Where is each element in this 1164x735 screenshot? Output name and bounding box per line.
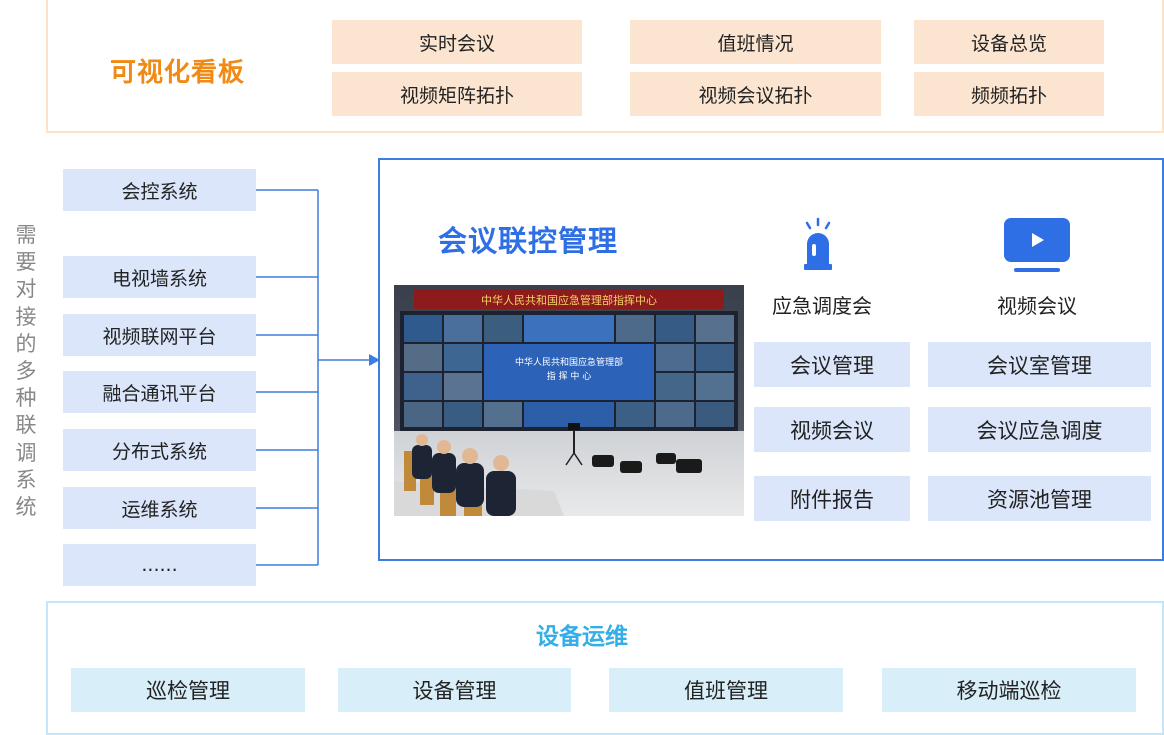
alarm-light-icon <box>798 216 838 272</box>
system-item-conference-control[interactable]: 会控系统 <box>63 169 256 211</box>
video-play-icon <box>1004 218 1070 274</box>
duty-management-button[interactable]: 值班管理 <box>609 668 843 712</box>
arrow-head-icon <box>369 354 380 366</box>
vertical-label: 需要对接的多种联调系统 <box>12 222 40 521</box>
system-item-video-wall[interactable]: 电视墙系统 <box>63 256 256 298</box>
vertical-label-text: 需要对接的多种联调系统 <box>15 223 37 520</box>
device-management-button[interactable]: 设备管理 <box>338 668 571 712</box>
duty-status-button[interactable]: 值班情况 <box>630 20 881 64</box>
attachment-report-button[interactable]: 附件报告 <box>754 476 910 521</box>
emergency-dispatch-label: 应急调度会 <box>772 294 872 318</box>
video-matrix-topology-button[interactable]: 视频矩阵拓扑 <box>332 72 582 116</box>
photo-banner-text: 中华人民共和国应急管理部指挥中心 <box>481 293 657 307</box>
system-item-distributed[interactable]: 分布式系统 <box>63 429 256 471</box>
mobile-inspection-button[interactable]: 移动端巡检 <box>882 668 1136 712</box>
photo-screen-title-2: 指 挥 中 心 <box>547 370 592 382</box>
system-item-video-network[interactable]: 视频联网平台 <box>63 314 256 356</box>
system-item-converged-comm[interactable]: 融合通讯平台 <box>63 371 256 413</box>
meeting-room-management-button[interactable]: 会议室管理 <box>928 342 1151 387</box>
realtime-meeting-button[interactable]: 实时会议 <box>332 20 582 64</box>
resource-pool-management-button[interactable]: 资源池管理 <box>928 476 1151 521</box>
command-center-photo: 中华人民共和国应急管理部指挥中心 <box>394 285 744 516</box>
system-item-more[interactable]: ...... <box>63 544 256 586</box>
photo-screen-title-1: 中华人民共和国应急管理部 <box>515 356 623 368</box>
system-item-operations[interactable]: 运维系统 <box>63 487 256 529</box>
video-meeting-button[interactable]: 视频会议 <box>754 407 910 452</box>
device-maintenance-title: 设备运维 <box>536 624 628 650</box>
video-conference-label: 视频会议 <box>997 294 1077 318</box>
inspection-management-button[interactable]: 巡检管理 <box>71 668 305 712</box>
meeting-management-button[interactable]: 会议管理 <box>754 342 910 387</box>
meeting-emergency-dispatch-button[interactable]: 会议应急调度 <box>928 407 1151 452</box>
frequency-topology-button[interactable]: 频频拓扑 <box>914 72 1104 116</box>
device-overview-button[interactable]: 设备总览 <box>914 20 1104 64</box>
video-conference-topology-button[interactable]: 视频会议拓扑 <box>630 72 881 116</box>
visual-board-title: 可视化看板 <box>110 58 246 88</box>
conference-control-title: 会议联控管理 <box>438 224 619 258</box>
